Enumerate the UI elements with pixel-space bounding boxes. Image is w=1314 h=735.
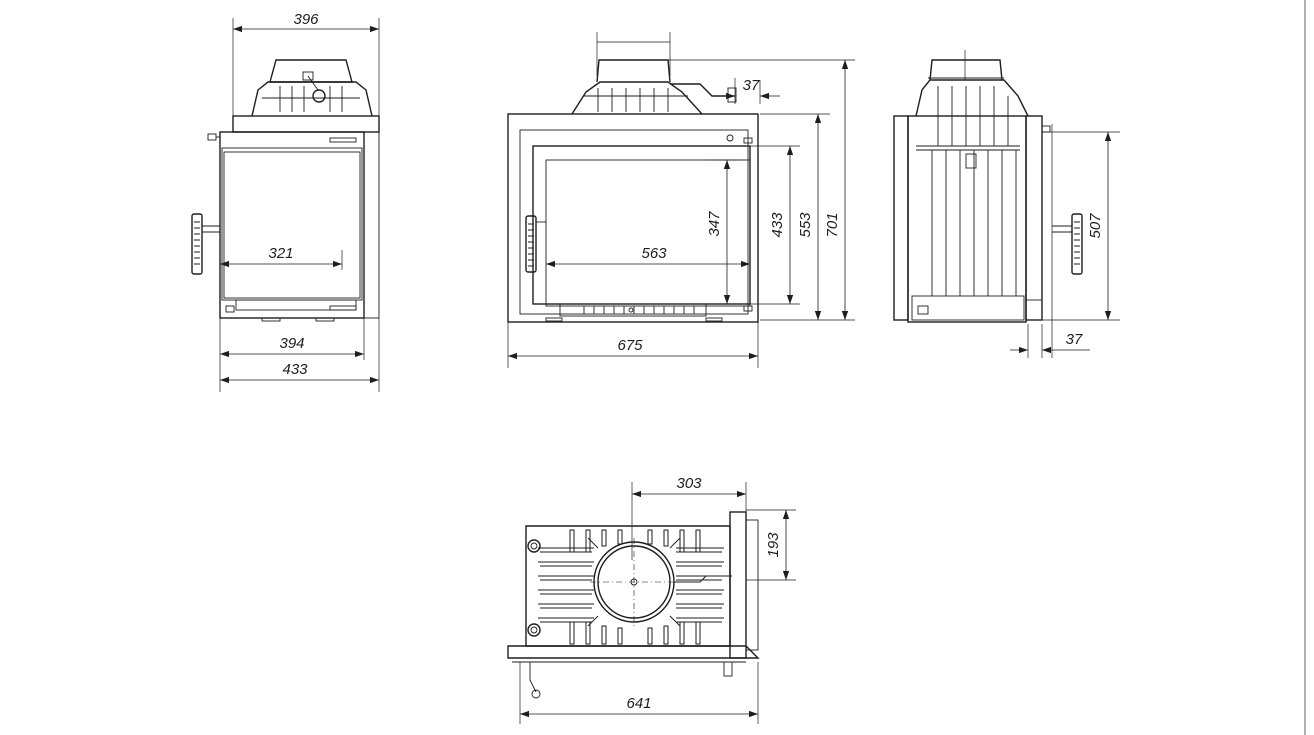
dim-37-side: 37 <box>1066 331 1083 348</box>
dim-303: 303 <box>676 475 702 492</box>
front-hood <box>251 59 373 117</box>
dim-37-top: 37 <box>743 77 760 94</box>
dim-347: 347 <box>706 211 723 237</box>
dim-193: 193 <box>765 532 782 558</box>
top-view: 303 193 641 <box>507 475 796 724</box>
dim-433-height: 433 <box>769 212 786 238</box>
dim-507: 507 <box>1087 213 1104 239</box>
side-hood <box>915 59 1029 146</box>
side-body <box>907 115 1027 323</box>
dim-553: 553 <box>797 212 814 238</box>
dim-396: 396 <box>293 11 319 28</box>
dim-675: 675 <box>617 337 643 354</box>
main-body <box>507 113 759 323</box>
dim-321: 321 <box>268 245 293 262</box>
front-door <box>219 131 365 319</box>
front-view: 396 321 394 433 <box>191 11 380 392</box>
dim-701: 701 <box>824 212 841 237</box>
side-front-plate <box>893 115 909 321</box>
top-fins <box>538 529 724 645</box>
front-top-band <box>232 115 380 133</box>
main-hood <box>571 59 737 115</box>
side-handle <box>1052 213 1083 275</box>
dim-563: 563 <box>641 245 667 262</box>
dim-394: 394 <box>279 335 304 352</box>
side-view: 507 37 <box>893 50 1120 358</box>
front-handle <box>191 213 220 275</box>
top-front-plate <box>729 511 747 659</box>
dim-433: 433 <box>282 361 308 378</box>
dim-641: 641 <box>626 695 651 712</box>
top-flue-outlet <box>587 537 681 627</box>
main-handle <box>525 215 546 273</box>
main-view: 37 347 563 433 553 701 675 <box>507 32 855 368</box>
